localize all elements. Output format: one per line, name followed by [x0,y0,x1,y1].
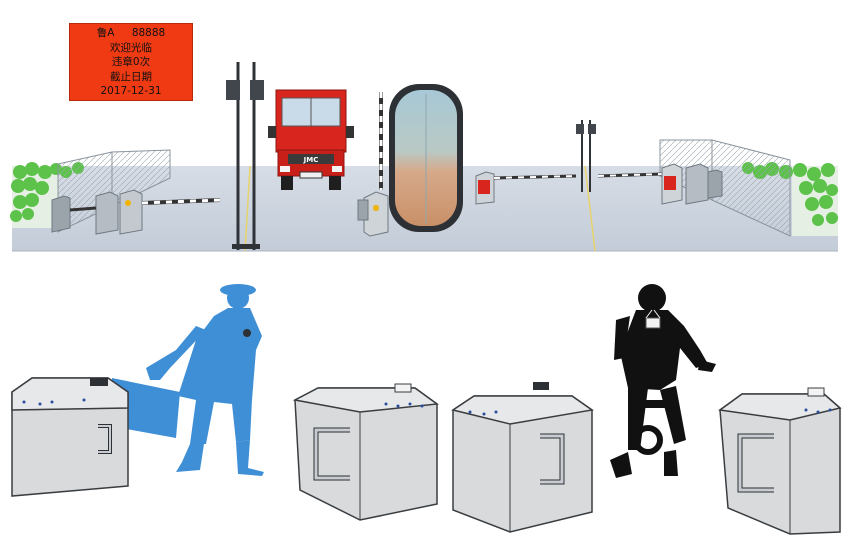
barrier-gate-icon [357,92,389,237]
turnstile-icon [11,377,129,497]
guard-booth-icon [389,84,463,232]
welcome-text: 欢迎光临 [110,41,152,54]
violations-text: 违章0次 [111,56,151,68]
turnstile-icon [718,387,842,535]
cyclist-icon [610,284,716,478]
turnstile-icon [292,383,440,521]
expiry-date: 2017-12-31 [100,85,162,97]
pedestrian-icon [110,284,264,476]
barrier-gate-icon [475,171,577,205]
truck-brand-label: JMC [303,156,319,164]
lane-line-left [244,165,251,252]
camera-pole-icon [576,120,596,192]
turnstile-icon [451,382,594,533]
lane-line-right [584,165,596,252]
plate-number: 88888 [131,27,166,39]
road-scene: JMC [10,62,838,252]
barrier-gate-icon [51,189,221,235]
truck-icon: JMC [268,89,354,190]
plate-prefix: 鲁A [96,27,115,39]
expiry-label: 截止日期 [110,70,152,83]
turnstile-scene [11,284,842,535]
plate-row: 鲁A 88888 [70,26,192,41]
led-display-sign: 鲁A 88888 欢迎光临 违章0次 截止日期 2017-12-31 [69,23,193,101]
barrier-gate-icon [597,163,723,205]
camera-pole-icon [226,62,264,250]
